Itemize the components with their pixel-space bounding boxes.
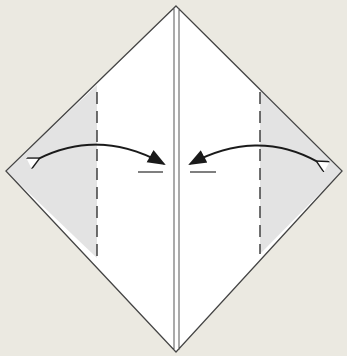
- left-shaded-flap: [6, 85, 97, 258]
- right-shaded-flap: [260, 88, 342, 254]
